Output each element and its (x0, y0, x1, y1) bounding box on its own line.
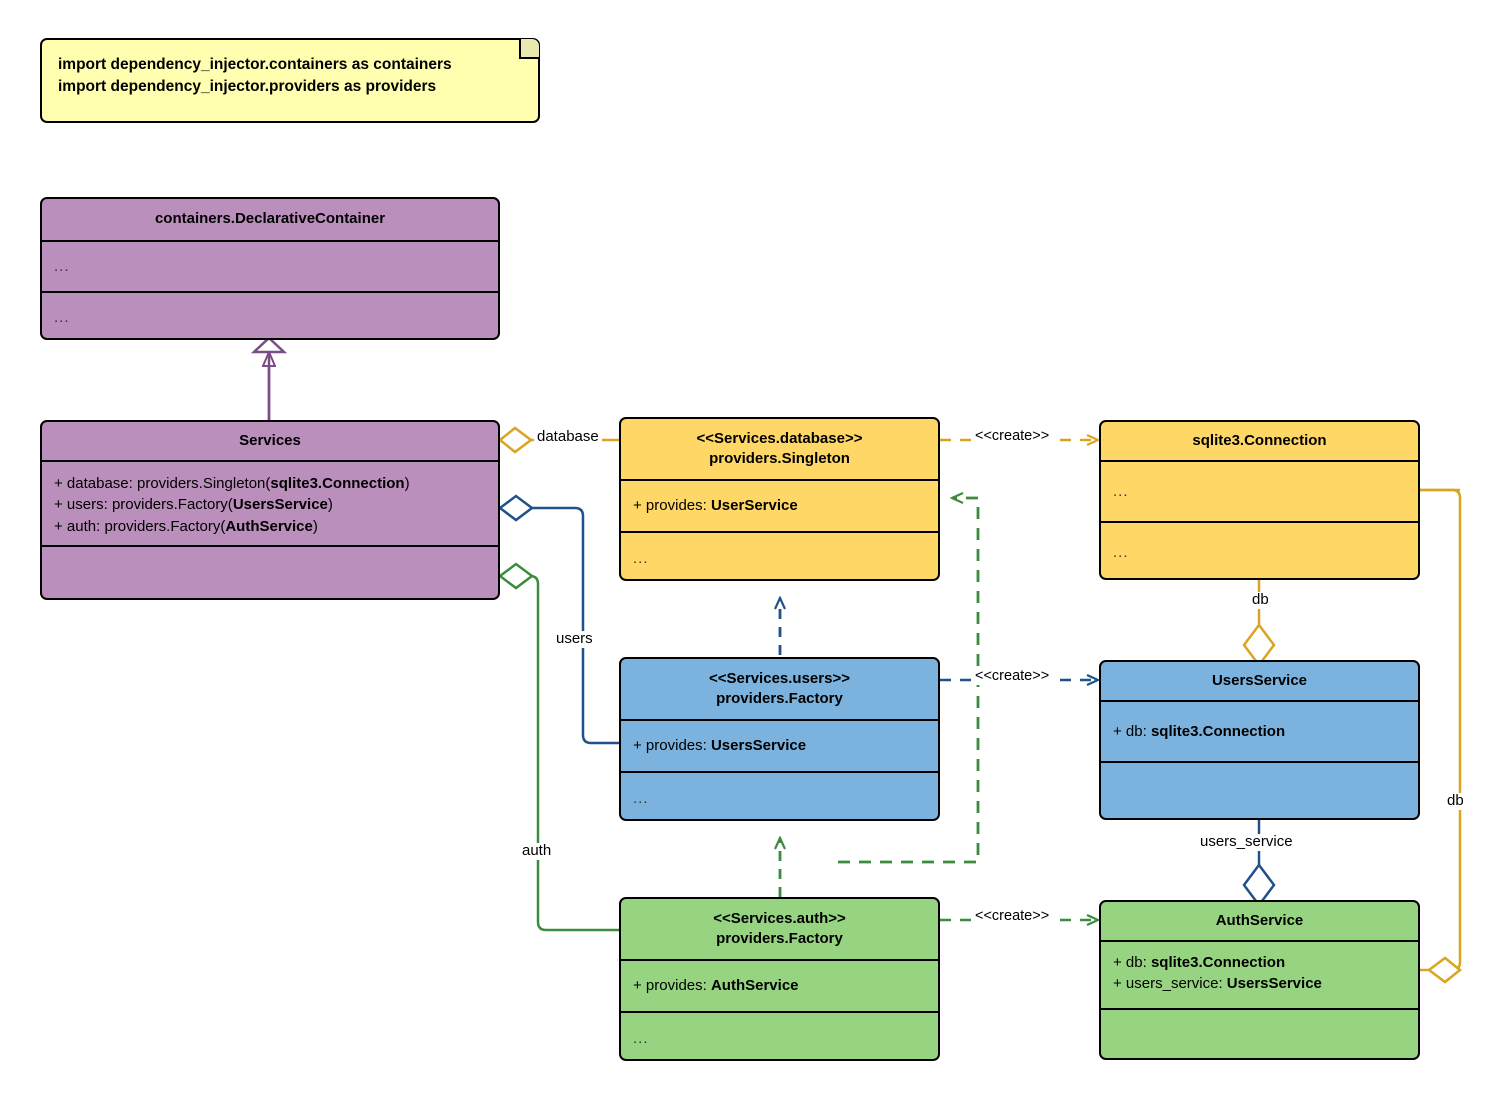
class-methods-section: ... (621, 1011, 938, 1059)
attribute-row: + provides: UsersService (633, 737, 807, 755)
edge-label-create-auth: <<create>> (972, 908, 1053, 925)
attribute-row: + provides: AuthService (633, 977, 799, 995)
attribute-row: + users_service: UsersService (1113, 975, 1322, 993)
edge-inheritance-services (250, 336, 288, 420)
class-title: sqlite3.Connection (1192, 431, 1327, 449)
class-declarative-container[interactable]: containers.DeclarativeContainer ... ... (40, 197, 500, 340)
class-methods-section: ... (621, 771, 938, 819)
class-attributes-section: ... (1101, 460, 1418, 521)
class-methods-section (1101, 761, 1418, 818)
class-title: UsersService (1211, 671, 1308, 689)
class-services-users-provider[interactable]: <<Services.users>> providers.Factory + p… (619, 657, 940, 821)
edge-db-auth-aggregation (1419, 488, 1463, 984)
methods-placeholder: ... (1113, 544, 1129, 561)
attribute-row: + users: providers.Factory(UsersService) (54, 496, 333, 514)
edge-label-auth: auth (519, 842, 555, 860)
class-methods-section: ... (621, 531, 938, 579)
attribute-row: + db: sqlite3.Connection (1113, 722, 1286, 740)
methods-placeholder: ... (633, 549, 649, 567)
class-services-auth-provider[interactable]: <<Services.auth>> providers.Factory + pr… (619, 897, 940, 1061)
class-attributes-section: + provides: UserService (621, 479, 938, 531)
class-methods-section: ... (1101, 521, 1418, 578)
class-methods-section (42, 545, 498, 598)
edge-label-users-service: users_service (1197, 833, 1296, 851)
edge-label-database: database (534, 428, 602, 446)
class-title-section: Services (42, 422, 498, 460)
class-title: containers.DeclarativeContainer (154, 210, 386, 228)
attribute-row: + provides: UserService (633, 497, 798, 515)
methods-placeholder: ... (633, 1029, 649, 1047)
class-attributes-section: + db: sqlite3.Connection + users_service… (1101, 940, 1418, 1008)
attributes-placeholder: ... (54, 258, 70, 275)
edge-label-db-auth: db (1444, 792, 1467, 810)
class-title-section: <<Services.database>> providers.Singleto… (621, 419, 938, 479)
methods-placeholder: ... (54, 309, 70, 326)
class-attributes-section: + database: providers.Singleton(sqlite3.… (42, 460, 498, 545)
edge-users-aggregation (497, 494, 619, 745)
class-title: AuthService (1215, 911, 1304, 929)
edge-label-users: users (553, 630, 596, 648)
methods-placeholder: ... (633, 789, 649, 807)
class-title-section: <<Services.auth>> providers.Factory (621, 899, 938, 959)
attribute-row: + database: providers.Singleton(sqlite3.… (54, 475, 410, 492)
class-attributes-section: + db: sqlite3.Connection (1101, 700, 1418, 761)
attribute-row: + db: sqlite3.Connection (1113, 954, 1286, 971)
class-sqlite3-connection[interactable]: sqlite3.Connection ... ... (1099, 420, 1420, 580)
class-title-section: AuthService (1101, 902, 1418, 940)
class-attributes-section: ... (42, 240, 498, 291)
class-users-service[interactable]: UsersService + db: sqlite3.Connection (1099, 660, 1420, 820)
class-title-section: containers.DeclarativeContainer (42, 199, 498, 240)
class-methods-section (1101, 1008, 1418, 1058)
class-title-section: sqlite3.Connection (1101, 422, 1418, 460)
edge-auth-aggregation (497, 562, 619, 932)
class-title-section: <<Services.users>> providers.Factory (621, 659, 938, 719)
class-title: <<Services.users>> providers.Factory (709, 669, 850, 707)
class-title-section: UsersService (1101, 662, 1418, 700)
class-attributes-section: + provides: AuthService (621, 959, 938, 1011)
class-auth-service[interactable]: AuthService + db: sqlite3.Connection + u… (1099, 900, 1420, 1060)
note-fold-corner (519, 39, 539, 59)
class-services[interactable]: Services + database: providers.Singleton… (40, 420, 500, 600)
class-title: <<Services.auth>> providers.Factory (713, 909, 846, 947)
import-note-text: import dependency_injector.containers as… (58, 56, 452, 96)
edge-label-create-database: <<create>> (972, 428, 1053, 445)
attributes-placeholder: ... (1113, 483, 1129, 500)
edge-label-db-users: db (1249, 591, 1272, 609)
class-methods-section: ... (42, 291, 498, 338)
class-title: <<Services.database>> providers.Singleto… (696, 429, 863, 467)
edge-label-create-users: <<create>> (972, 668, 1053, 685)
class-attributes-section: + provides: UsersService (621, 719, 938, 771)
attribute-row: + auth: providers.Factory(AuthService) (54, 517, 318, 535)
class-services-database-provider[interactable]: <<Services.database>> providers.Singleto… (619, 417, 940, 581)
import-note: import dependency_injector.containers as… (40, 38, 540, 123)
class-title: Services (239, 431, 301, 449)
